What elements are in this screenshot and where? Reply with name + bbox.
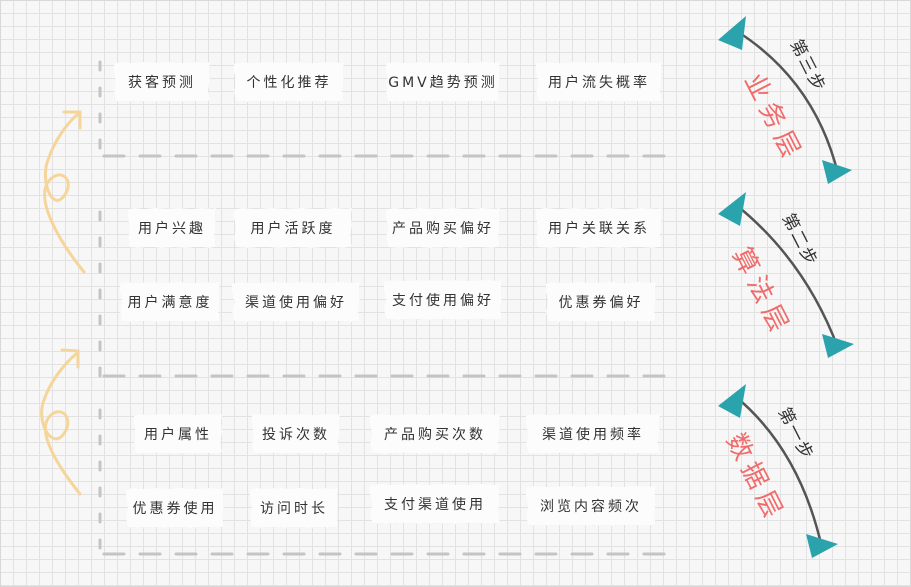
business-card-churn-probability: 用户流失概率: [536, 62, 662, 102]
data-card-user-attributes: 用户属性: [134, 414, 222, 454]
algorithm-card-user-activity: 用户活跃度: [234, 208, 352, 248]
curl-up-arrow-lower: [40, 348, 82, 496]
curl-up-arrow-upper: [43, 110, 86, 274]
business-card-personalized-recommendation: 个性化推荐: [234, 62, 344, 102]
algorithm-layer-label: 算法层: [725, 242, 797, 342]
algorithm-card-payment-preference: 支付使用偏好: [384, 280, 502, 320]
data-card-coupon-usage: 优惠券使用: [126, 488, 224, 528]
data-card-payment-channel-usage: 支付渠道使用: [370, 484, 500, 524]
data-card-channel-frequency: 渠道使用频率: [526, 414, 660, 454]
step-two-label: 第二步: [777, 210, 822, 271]
data-card-visit-duration: 访问时长: [250, 488, 338, 528]
algorithm-card-channel-preference: 渠道使用偏好: [232, 282, 360, 322]
step-one-label: 第一步: [773, 404, 818, 465]
algorithm-card-coupon-preference: 优惠券偏好: [546, 282, 656, 322]
business-card-gmv-forecast: GMV趋势预测: [386, 62, 500, 102]
business-layer-label: 业务层: [737, 68, 809, 168]
data-card-complaint-count: 投诉次数: [252, 414, 340, 454]
algorithm-card-user-interest: 用户兴趣: [128, 208, 216, 248]
step-three-label: 第三步: [785, 36, 830, 97]
data-layer-label: 数据层: [719, 428, 791, 528]
data-card-purchase-count: 产品购买次数: [370, 414, 500, 454]
business-card-acquisition-forecast: 获客预测: [114, 62, 210, 102]
data-card-content-frequency: 浏览内容频次: [526, 486, 656, 526]
algorithm-card-purchase-preference: 产品购买偏好: [386, 208, 500, 248]
algorithm-card-user-satisfaction: 用户满意度: [120, 282, 220, 322]
algorithm-card-user-relationship: 用户关联关系: [536, 208, 662, 248]
